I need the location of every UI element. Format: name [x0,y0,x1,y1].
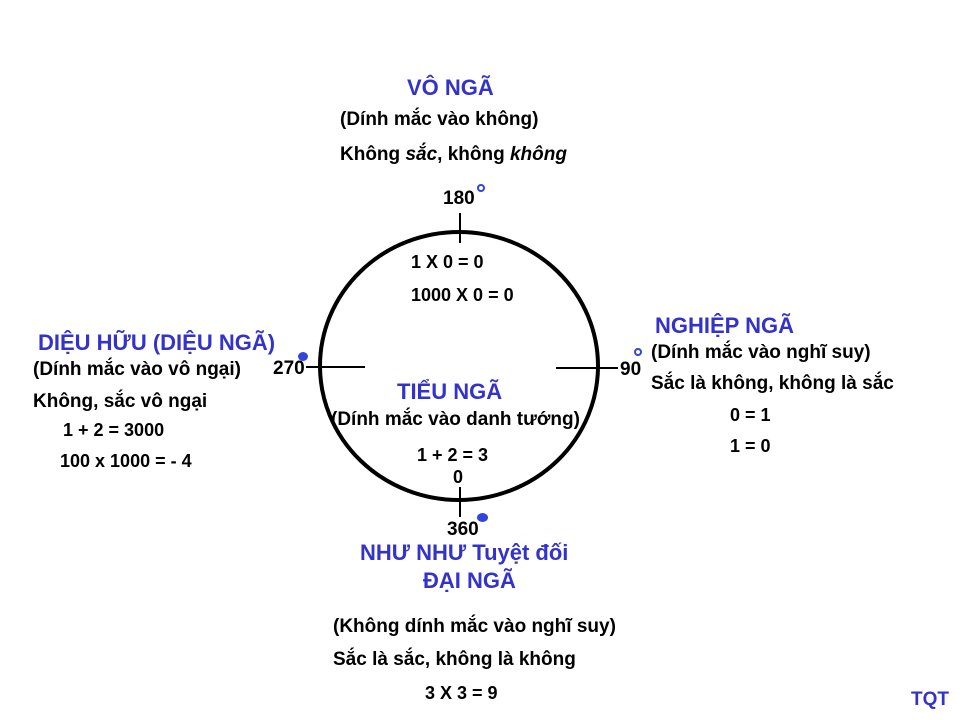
tieu-nga-eq: 1 + 2 = 3 [417,445,489,465]
vo-nga-title: VÔ NGÃ [407,75,494,100]
degree-label-270: 270 [273,358,305,379]
vo-nga-line-part1: Không [340,144,406,165]
circle-eq1: 1 X 0 = 0 [411,252,484,272]
dieu-huu-title: DIỆU HỮU (DIỆU NGÃ) [38,330,276,355]
nghiep-nga-eq2: 1 = 0 [730,436,771,456]
signature-tqt: TQT [911,689,949,710]
degree-label-360: 360 [447,519,479,540]
dieu-huu-subtitle: (Dính mắc vào vô ngại) [33,359,241,380]
nghiep-nga-line: Sắc là không, không là sắc [651,373,894,394]
vo-nga-line-part4: không [509,144,567,165]
tieu-nga-title: TIỂU NGÃ [397,379,503,404]
dai-nga-eq: 3 X 3 = 9 [425,683,498,703]
nghiep-nga-title: NGHIỆP NGÃ [655,313,794,338]
circle-eq2: 1000 X 0 = 0 [411,285,514,305]
vo-nga-line-part2: sắc [405,144,438,165]
bullet-dot-270-icon [298,352,308,361]
nghiep-nga-eq1: 0 = 1 [730,405,771,425]
dieu-huu-eq2: 100 x 1000 = - 4 [60,451,192,471]
dai-nga-title: ĐẠI NGÃ [423,568,516,593]
tieu-nga-zero: 0 [453,467,464,487]
degree-label-180: 180 [443,188,475,209]
degree-symbol-90-icon [634,348,642,356]
degree-label-90: 90 [620,359,642,380]
degree-symbol-180-icon [477,184,485,192]
vo-nga-line: Không sắc, không không [340,144,567,166]
dieu-huu-eq1: 1 + 2 = 3000 [63,420,165,440]
bullet-dot-360-icon [477,513,488,522]
dai-nga-line: Sắc là sắc, không là không [333,649,576,670]
dai-nga-subtitle: (Không dính mắc vào nghĩ suy) [333,616,616,637]
tieu-nga-subtitle: (Dính mắc vào danh tướng) [331,409,580,430]
vo-nga-line-part3: , không [437,144,510,165]
dieu-huu-line: Không, sắc vô ngại [33,391,208,412]
nghiep-nga-subtitle: (Dính mắc vào nghĩ suy) [651,342,871,363]
vo-nga-subtitle: (Dính mắc vào không) [340,109,539,130]
nhu-nhu-title: NHƯ NHƯ Tuyệt đối [360,540,569,565]
